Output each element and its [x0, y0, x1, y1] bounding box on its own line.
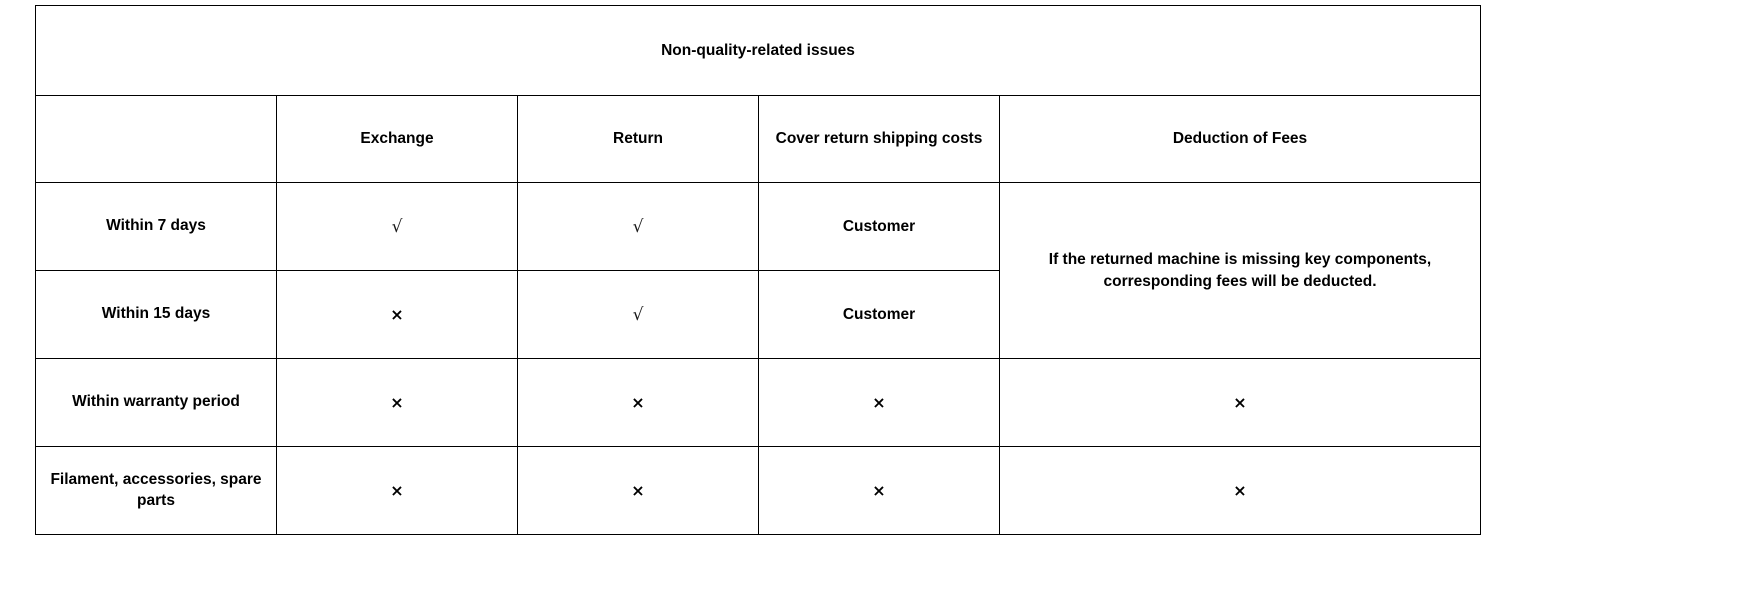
row-label-within-7-days: Within 7 days	[35, 182, 277, 271]
header-cell-cover-return-shipping-costs: Cover return shipping costs	[758, 95, 1000, 183]
table-title: Non-quality-related issues	[34, 5, 1482, 96]
after-sales-policy-table: Non-quality-related issues Exchange Retu…	[34, 5, 1482, 535]
header-cell-exchange: Exchange	[276, 95, 518, 183]
header-cell-return: Return	[517, 95, 759, 183]
cell-filament-accessories-spare-parts-shipping: ×	[758, 446, 1000, 535]
cell-within-15-days-exchange: ×	[276, 270, 518, 359]
cell-within-warranty-period-deduction: ×	[998, 358, 1482, 447]
policy-table-container: Non-quality-related issues Exchange Retu…	[34, 5, 1482, 535]
cell-within-15-days-shipping: Customer	[758, 270, 1000, 359]
cell-within-warranty-period-return: ×	[517, 358, 759, 447]
table-title-row: Non-quality-related issues	[34, 5, 1482, 96]
cell-within-15-days-return: √	[517, 270, 759, 359]
cell-within-warranty-period-shipping: ×	[758, 358, 1000, 447]
table-row: Within 15 days × √ Customer	[35, 270, 1481, 359]
row-label-within-warranty-period: Within warranty period	[35, 358, 277, 447]
row-label-within-15-days: Within 15 days	[35, 270, 277, 359]
table-row: Filament, accessories, spare parts × × ×…	[35, 446, 1482, 535]
cell-within-7-days-shipping: Customer	[758, 182, 1000, 271]
cell-within-7-days-return: √	[517, 182, 759, 271]
cell-within-7-days-exchange: √	[276, 182, 518, 271]
header-cell-deduction-of-fees: Deduction of Fees	[998, 95, 1482, 183]
cell-filament-accessories-spare-parts-exchange: ×	[276, 446, 518, 535]
table-header-row: Exchange Return Cover return shipping co…	[35, 95, 1482, 183]
cell-filament-accessories-spare-parts-deduction: ×	[998, 446, 1482, 535]
cell-filament-accessories-spare-parts-return: ×	[517, 446, 759, 535]
row-label-filament-accessories-spare-parts: Filament, accessories, spare parts	[35, 446, 277, 535]
header-cell-blank	[35, 95, 277, 183]
cell-deduction-of-fees-note: If the returned machine is missing key c…	[998, 182, 1482, 359]
cell-within-warranty-period-exchange: ×	[276, 358, 518, 447]
table-row: Within 7 days √ √ Customer If the return…	[35, 182, 1482, 359]
table-row: Within warranty period × × × ×	[35, 358, 1482, 447]
